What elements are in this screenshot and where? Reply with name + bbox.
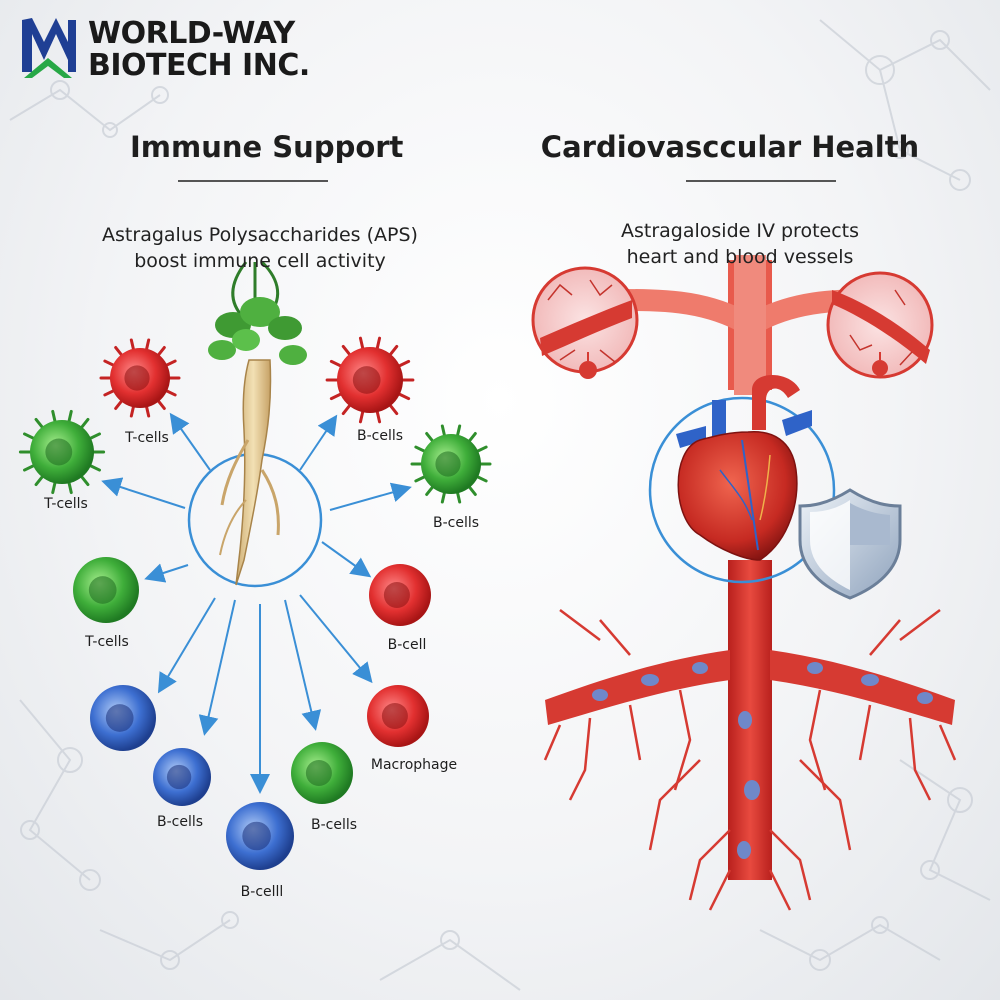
immune-heading: Immune Support (130, 130, 404, 164)
immune-subtitle-line1: Astragalus Polysaccharides (APS) (102, 224, 418, 246)
cell-label: B-cells (432, 515, 480, 531)
immune-cell-green (18, 409, 106, 495)
cardio-heading-rule (686, 180, 836, 182)
cardio-subtitle-line2: heart and blood vessels (626, 246, 854, 268)
cell-label: T-cells (44, 496, 88, 512)
immune-cell-blue (226, 802, 294, 870)
immune-subtitle-line2: boost immune cell activity (134, 250, 386, 272)
shield-icon (798, 488, 902, 600)
activation-arrow (157, 597, 216, 694)
cell-label: B-cells (310, 817, 358, 833)
immune-cell-red (367, 685, 429, 747)
company-name-line2: BIOTECH INC. (88, 48, 310, 83)
cardio-subtitle-line1: Astragaloside IV protects (620, 220, 860, 242)
immune-cell-green (73, 557, 139, 623)
cell-label: T-cells (85, 634, 129, 650)
immune-cell-red (369, 564, 431, 626)
magnified-vessel-right (826, 271, 934, 379)
activation-arrow (198, 599, 236, 736)
cardio-subtitle: Astragaloside IV protects heart and bloo… (560, 218, 920, 270)
activation-arrow (144, 563, 189, 583)
immune-cell-blue (153, 748, 211, 806)
cardio-heading: Cardiovasccular Health (540, 130, 920, 164)
immune-cell-red (325, 336, 415, 424)
company-logo-mark (22, 18, 76, 78)
immune-cell-green (291, 742, 353, 804)
astragalus-root-icon (208, 260, 307, 586)
activation-arrow (329, 482, 412, 511)
activation-arrow (169, 412, 211, 471)
immune-cell-blue (90, 685, 156, 751)
cell-label: B-cells (356, 428, 404, 444)
immune-subtitle: Astragalus Polysaccharides (APS) boost i… (70, 222, 450, 274)
company-name: WORLD-WAY BIOTECH INC. (88, 18, 310, 82)
immune-cells (18, 336, 492, 870)
cell-label: B-cells (156, 814, 204, 830)
heart-ring (648, 396, 836, 584)
cell-label: B-celll (240, 884, 284, 900)
activation-arrow (299, 414, 338, 471)
activation-arrow (101, 477, 186, 509)
immune-heading-rule (178, 180, 328, 182)
activation-arrow (284, 599, 322, 731)
activation-arrow (321, 541, 372, 578)
activation-arrow (299, 594, 373, 684)
heart-icon (676, 375, 812, 561)
activation-arrows (101, 412, 412, 794)
company-name-line1: WORLD-WAY (88, 16, 295, 51)
cell-label: Macrophage (370, 757, 458, 773)
magnified-vessel-left (531, 266, 639, 379)
cell-label: T-cells (125, 430, 169, 446)
immune-cell-green (410, 424, 492, 504)
cell-label: B-cell (387, 637, 427, 653)
immune-cell-red (99, 338, 181, 418)
molecule-network-background (9, 19, 991, 991)
